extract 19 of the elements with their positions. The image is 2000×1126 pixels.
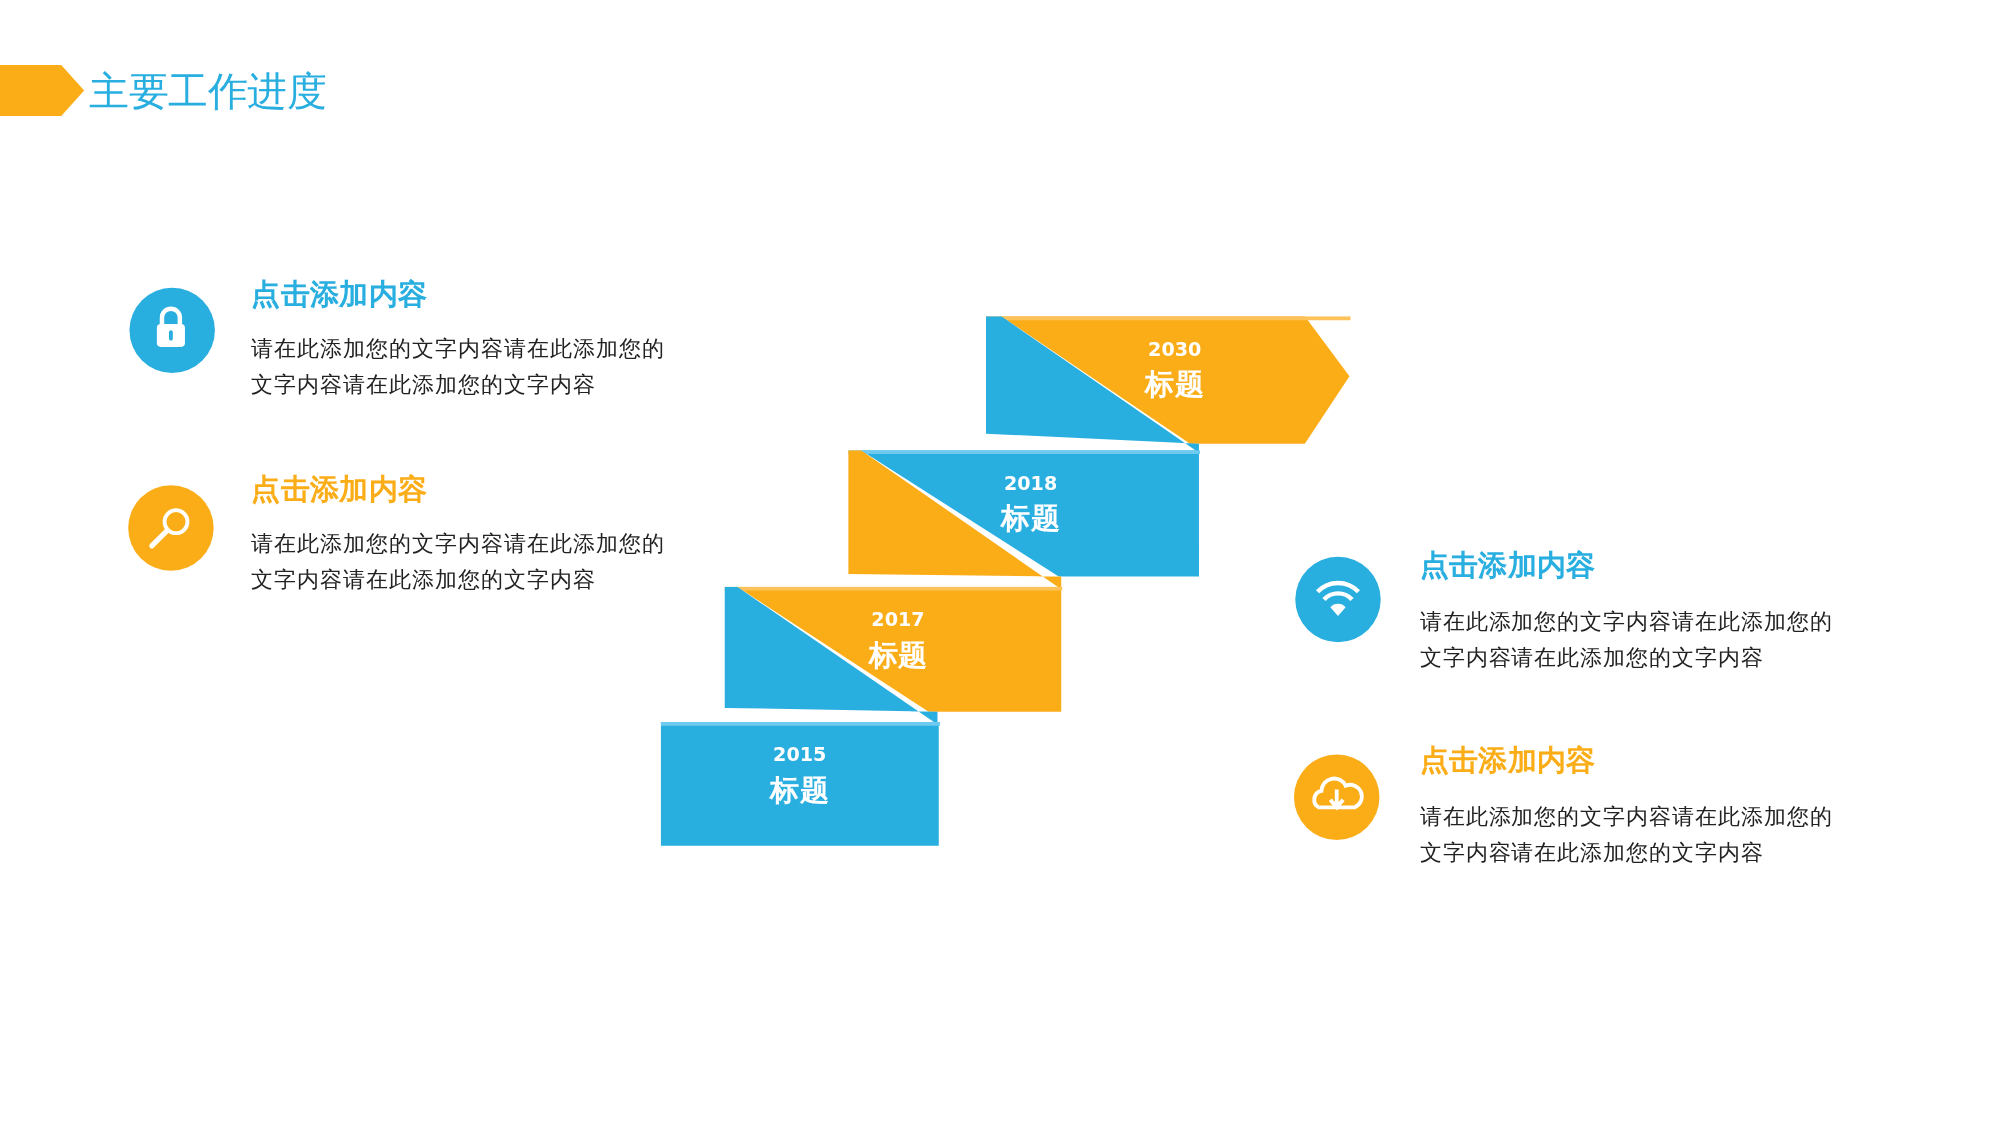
section-heading: 点击添加内容 — [251, 275, 428, 312]
step-title: 标题 — [1143, 366, 1206, 402]
title: 主要工作进度 — [89, 66, 327, 115]
body-text: 请在此添加您的文字内容请在此添加您的文字内容请在此添加您的文字内容 — [251, 334, 666, 399]
year-label: 2017 — [870, 608, 926, 632]
year-label: 2015 — [772, 743, 828, 767]
step-block — [724, 586, 1063, 725]
body-text: 请在此添加您的文字内容请在此添加您的文字内容请在此添加您的文字内容 — [251, 529, 666, 594]
body-text: 请在此添加您的文字内容请在此添加您的文字内容请在此添加您的文字内容 — [1419, 607, 1834, 672]
section-heading: 点击添加内容 — [1419, 742, 1596, 779]
step-title: 标题 — [867, 636, 929, 673]
year-label: 2018 — [1003, 471, 1059, 495]
section-heading: 点击添加内容 — [1419, 547, 1596, 584]
step-block — [660, 721, 941, 847]
year-label: 2030 — [1147, 338, 1203, 361]
step-title: 标题 — [999, 500, 1061, 536]
section-heading: 点击添加内容 — [251, 470, 428, 508]
step-title: 标题 — [768, 771, 831, 808]
body-text: 请在此添加您的文字内容请在此添加您的文字内容请在此添加您的文字内容 — [1419, 802, 1834, 867]
